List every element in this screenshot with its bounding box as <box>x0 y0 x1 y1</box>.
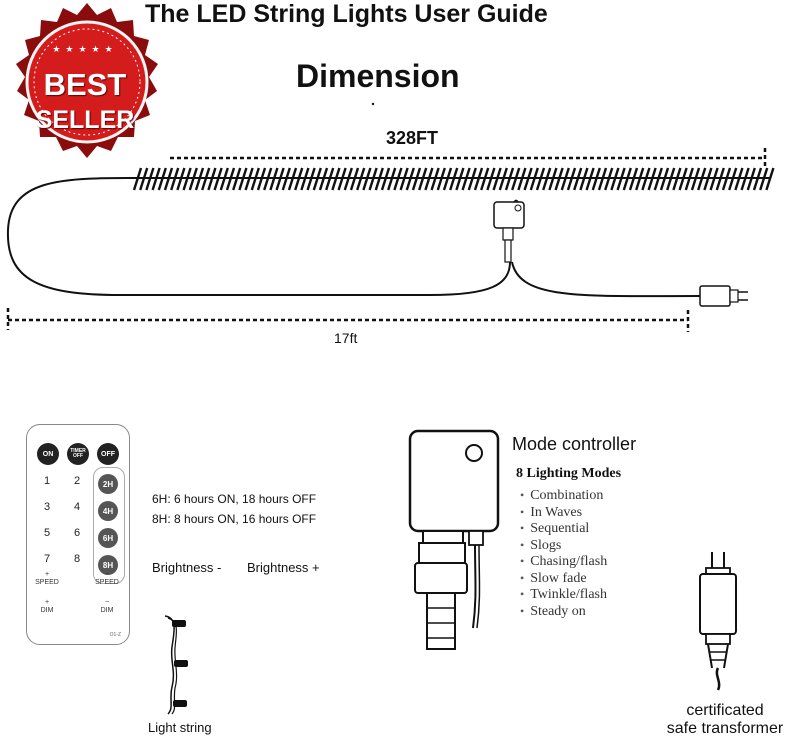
controller-icon <box>493 201 525 263</box>
remote-dim-plus-key: + DIM <box>32 599 62 614</box>
remote-8h-button: 8H <box>98 555 118 575</box>
lighting-mode-item: Sequential <box>520 520 607 537</box>
remote-key-3: 3 <box>43 501 51 513</box>
remote-control: ON TIMER OFF OFF 1 2 3 4 5 6 7 8 2H 4H 6… <box>26 424 130 645</box>
brightness-minus-label: Brightness - <box>152 560 222 575</box>
best-seller-badge <box>16 3 158 158</box>
timer-6h-info: 6H: 6 hours ON, 18 hours OFF <box>152 492 317 506</box>
remote-key-4: 4 <box>73 501 81 513</box>
remote-key-7: 7 <box>43 553 51 565</box>
speed-plus-symbol: + <box>44 571 50 578</box>
remote-6h-button: 6H <box>98 528 118 548</box>
transformer-label-line2: safe transformer <box>666 720 784 737</box>
speed-minus-label: SPEED <box>95 578 119 586</box>
remote-2h-button: 2H <box>98 474 118 494</box>
remote-on-button: ON <box>37 443 59 465</box>
remote-key-2: 2 <box>73 475 81 487</box>
remote-4h-button: 4H <box>98 501 118 521</box>
remote-off-button: OFF <box>97 443 119 465</box>
remote-key-6: 6 <box>73 527 81 539</box>
led-lamps <box>132 167 775 191</box>
transformer-wire <box>511 261 701 298</box>
lighting-mode-item: Twinkle/flash <box>520 586 607 603</box>
light-string-illustration <box>164 615 188 715</box>
brightness-plus-label: Brightness + <box>247 560 320 575</box>
lead-length-label: 17ft <box>334 330 358 346</box>
dim-minus-label: DIM <box>100 606 114 614</box>
transformer-illustration <box>699 552 737 691</box>
lighting-modes-heading: 8 Lighting Modes <box>516 466 622 481</box>
remote-key-1: 1 <box>43 475 51 487</box>
lighting-mode-item: In Waves <box>520 504 607 521</box>
remote-model-label: O1-Z <box>109 632 121 638</box>
lighting-modes-list: Combination In Waves Sequential Slogs Ch… <box>520 487 607 619</box>
transformer-label: certificated safe transformer <box>660 702 790 738</box>
dim-plus-symbol: + <box>44 599 50 606</box>
remote-timer-off-button: TIMER OFF <box>67 443 89 465</box>
section-title-dimension: Dimension <box>296 58 460 94</box>
lighting-mode-item: Combination <box>520 487 607 504</box>
badge-text-best: BEST <box>43 67 127 102</box>
lead-wire <box>6 177 511 296</box>
speed-minus-symbol: − <box>104 571 110 578</box>
badge-stars: ★★★★★ <box>52 44 118 54</box>
remote-timer-group: 2H 4H 6H 8H <box>93 467 125 584</box>
speed-plus-label: SPEED <box>35 578 59 586</box>
dim-plus-label: DIM <box>40 606 54 614</box>
lighting-mode-item: Slow fade <box>520 570 607 587</box>
timer-8h-info: 8H: 8 hours ON, 16 hours OFF <box>152 512 317 526</box>
dim-minus-symbol: − <box>104 599 110 606</box>
remote-speed-plus-key: + SPEED <box>32 571 62 586</box>
lighting-mode-item: Slogs <box>520 537 607 554</box>
dimension-diagram <box>6 102 775 332</box>
lighting-mode-item: Steady on <box>520 603 607 620</box>
string-length-label: 328FT <box>386 128 439 148</box>
transformer-label-line1: certificated <box>686 702 764 719</box>
mode-controller-title: Mode controller <box>512 434 637 454</box>
plug-icon <box>699 285 748 307</box>
badge-ring <box>25 20 149 144</box>
remote-speed-minus-key: − SPEED <box>92 571 122 586</box>
mode-controller-illustration <box>408 429 500 650</box>
lighting-mode-item: Chasing/flash <box>520 553 607 570</box>
light-string-label: Light string <box>148 720 212 735</box>
remote-dim-minus-key: − DIM <box>92 599 122 614</box>
badge-text-seller: SELLER <box>35 106 135 134</box>
page-title: The LED String Lights User Guide <box>145 0 548 28</box>
remote-key-8: 8 <box>73 553 81 565</box>
remote-key-5: 5 <box>43 527 51 539</box>
